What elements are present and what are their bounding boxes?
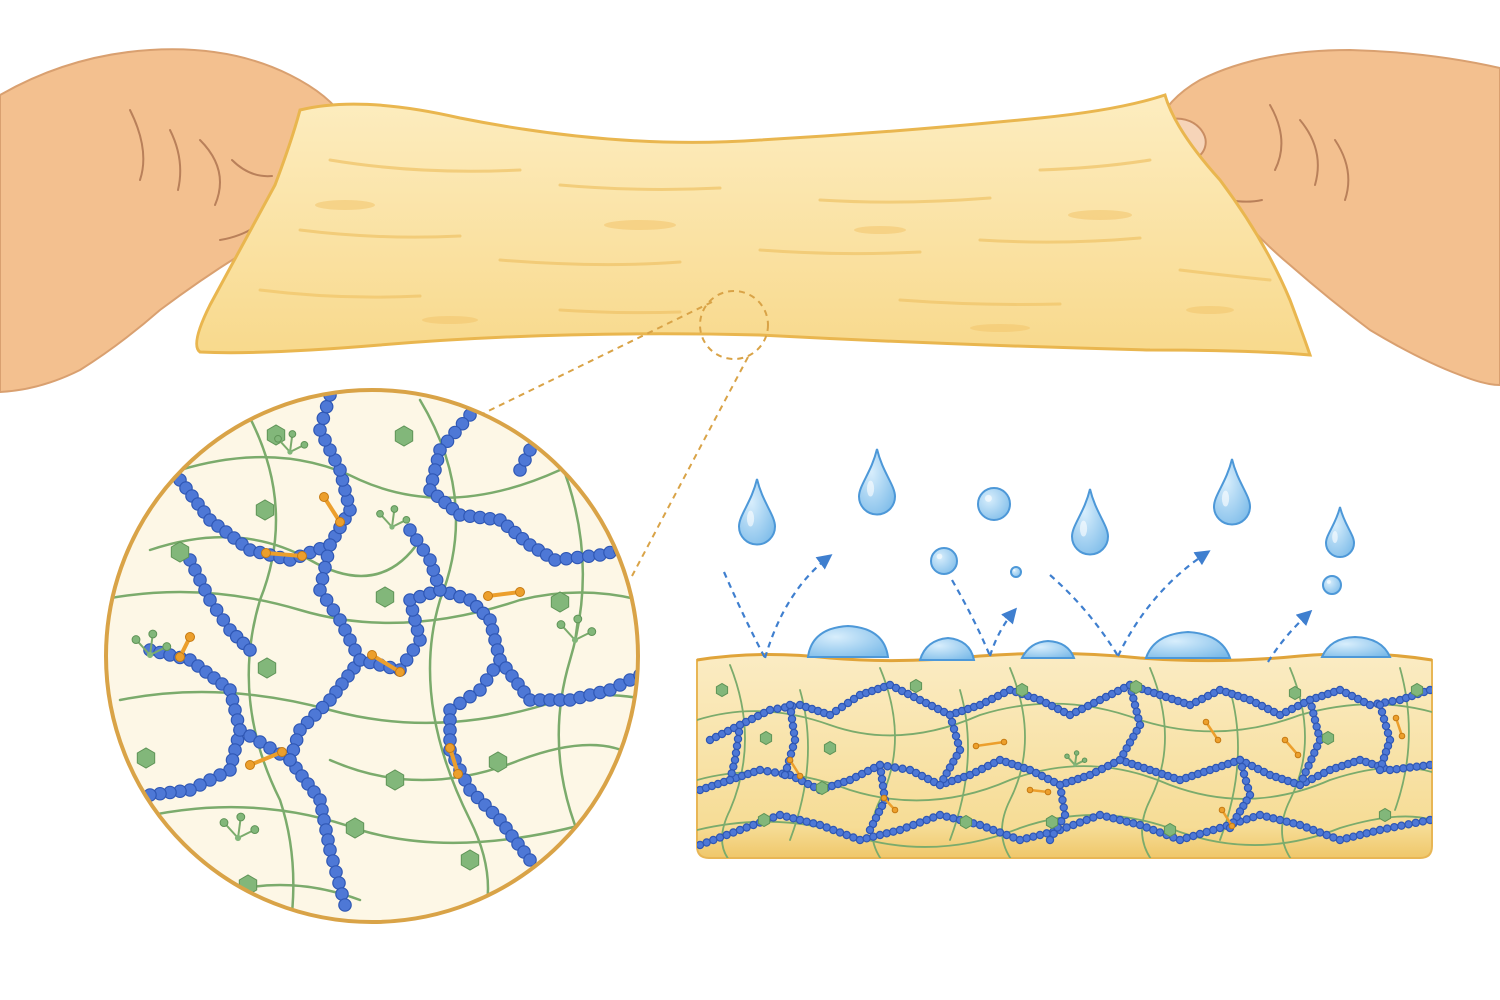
branch-molecule — [219, 812, 260, 842]
green-fiber — [557, 458, 592, 862]
branch-molecule — [376, 505, 411, 530]
polymer-chain-icon — [1115, 680, 1145, 765]
branch-molecule — [274, 430, 309, 455]
branch-molecule — [131, 629, 172, 659]
crosslink-icon — [175, 632, 195, 662]
hexagon-particle-icon — [385, 769, 405, 791]
green-fiber — [328, 743, 638, 782]
green-fiber — [1394, 667, 1410, 811]
hexagon-particle-icon — [550, 591, 570, 613]
water-droplet-icon — [1212, 458, 1252, 526]
green-fiber — [238, 398, 295, 922]
green-fiber — [418, 398, 490, 922]
crosslink-icon — [1218, 806, 1236, 830]
crosslink-icon — [261, 548, 307, 561]
green-fiber — [1141, 667, 1166, 858]
hexagon-particle-icon — [1288, 685, 1302, 701]
crosslink-icon — [880, 794, 899, 814]
polymer-chain-icon — [283, 538, 367, 912]
hexagon-particle-icon — [823, 740, 837, 756]
hexagon-particle-icon — [257, 657, 277, 679]
polymer-chain-icon — [705, 680, 1432, 745]
hexagon-particle-icon — [375, 586, 395, 608]
hexagon-particle-icon — [1410, 682, 1424, 698]
branch-molecule — [556, 614, 597, 644]
polymer-chain-icon — [935, 710, 965, 790]
crosslink-icon — [367, 650, 405, 677]
green-fiber — [721, 664, 746, 858]
hexagon-particle-icon — [255, 499, 275, 521]
hexagon-particle-icon — [1378, 807, 1392, 823]
water-droplet-icon — [1322, 575, 1342, 595]
hexagon-particle-icon — [170, 541, 190, 563]
polymer-chain-icon — [780, 700, 800, 780]
hexagon-particle-icon — [715, 682, 729, 698]
crosslink-icon — [319, 492, 345, 527]
polymer-chain-icon — [1375, 700, 1395, 775]
green-fiber — [178, 455, 562, 499]
polymer-chain-icon — [233, 723, 297, 767]
hydrogel-slab — [696, 651, 1433, 859]
water-droplet-icon — [1324, 506, 1356, 558]
water-droplet-icon — [1070, 488, 1110, 556]
hexagon-particle-icon — [1129, 679, 1143, 695]
crosslink-icon — [1392, 714, 1406, 740]
water-droplet-icon — [737, 478, 777, 546]
hexagon-particle-icon — [394, 425, 414, 447]
hexagon-particle-icon — [136, 747, 156, 769]
green-fiber — [697, 765, 1432, 802]
polymer-chain-icon — [143, 643, 247, 802]
polymer-chain-icon — [697, 810, 1432, 850]
water-droplet-icon — [1010, 566, 1022, 578]
hexagon-particle-icon — [460, 849, 480, 871]
bounce-arrow-icon — [722, 550, 1313, 663]
water-droplet-icon — [977, 487, 1011, 521]
green-fiber — [106, 590, 638, 625]
hexagon-particle-icon — [345, 817, 365, 839]
polymer-chain-icon — [403, 523, 447, 597]
hexagon-particle-icon — [909, 678, 923, 694]
green-fiber — [148, 535, 422, 578]
polymer-chain-icon — [493, 653, 638, 707]
green-fiber — [1001, 667, 1026, 858]
polymer-chain-icon — [1295, 695, 1325, 790]
crosslink-icon — [1202, 718, 1222, 744]
branch-molecule — [1064, 750, 1088, 767]
crosslink-icon — [1281, 736, 1302, 759]
crosslink-icon — [245, 747, 287, 770]
polymer-chain-icon — [865, 760, 890, 835]
water-droplet-icon — [930, 547, 958, 575]
hexagon-particle-icon — [1045, 814, 1059, 830]
surface-droplets — [806, 624, 1392, 661]
hexagon-particle-icon — [759, 730, 773, 746]
crosslink-icon — [786, 756, 804, 780]
hexagon-particle-icon — [815, 780, 829, 796]
polymer-chain-icon — [1045, 780, 1070, 845]
polymer-chain-icon — [183, 553, 257, 657]
crosslink-icon — [445, 743, 463, 779]
hexagon-particle-icon — [757, 812, 771, 828]
magnified-network — [104, 388, 640, 924]
polymer-chain-icon — [697, 755, 1432, 795]
zoom-circle-icon — [473, 290, 769, 577]
hexagon-particle-icon — [1321, 730, 1335, 746]
hexagon-particle-icon — [1015, 682, 1029, 698]
hexagon-particle-icon — [1163, 822, 1177, 838]
polymer-chain-icon — [725, 720, 745, 785]
water-droplets — [737, 448, 1356, 595]
green-fiber — [871, 667, 896, 858]
hexagon-particle-icon — [488, 751, 508, 773]
crosslink-icon — [972, 738, 1008, 750]
crosslink-icon — [483, 587, 525, 601]
water-droplet-icon — [857, 448, 897, 516]
crosslink-icon — [1026, 786, 1052, 796]
stretched-film-icon — [195, 93, 1313, 357]
hexagon-particle-icon — [959, 814, 973, 830]
polymer-chain-icon — [423, 408, 638, 567]
